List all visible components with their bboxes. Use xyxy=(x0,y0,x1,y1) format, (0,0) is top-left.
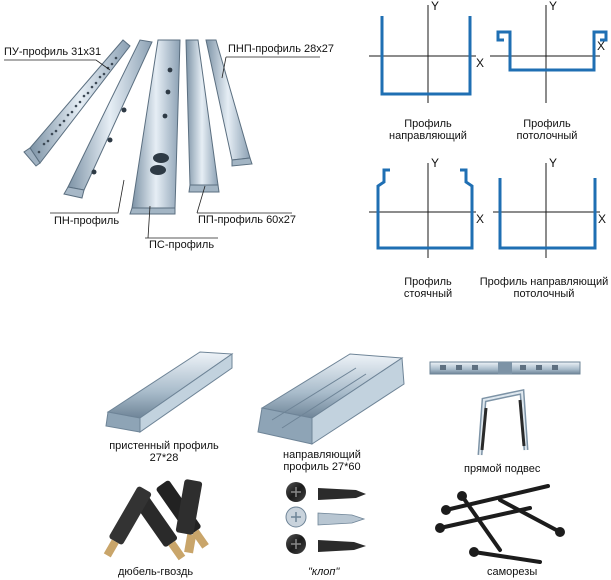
dowel-nails-image xyxy=(103,479,209,561)
caption-guide-profile-line2: профиль 27*60 xyxy=(283,461,361,473)
ps-profile xyxy=(129,39,181,215)
guide-profile-image xyxy=(257,353,405,445)
axis-x-label-1: X xyxy=(476,56,485,70)
pn-profile xyxy=(63,39,153,199)
axis-y-label-3: Y xyxy=(431,156,440,170)
caption-section-stud-line1: Профиль xyxy=(404,276,452,288)
caption-section-stud-line2: стоячный xyxy=(403,288,453,300)
direct-hanger-image xyxy=(429,361,581,456)
axis-x-label-2: X xyxy=(597,39,606,53)
axis-y-label-2: Y xyxy=(549,0,558,13)
caption-section-ceiling-line1: Профиль xyxy=(523,118,571,130)
label-pnp-profile: ПНП-профиль 28x27 xyxy=(228,43,334,55)
label-pn-profile: ПН-профиль xyxy=(54,215,120,227)
caption-section-guide-ceiling-line2: потолочный xyxy=(513,288,575,300)
caption-section-guide-ceiling-line1: Профиль направляющий xyxy=(479,276,609,288)
pu-profile xyxy=(23,39,131,167)
caption-guide-profile-line1: направляющий xyxy=(283,449,361,461)
caption-dowel-nails: дюбель-гвоздь xyxy=(118,566,194,578)
label-pp-profile: ПП-профиль 60x27 xyxy=(198,214,297,226)
label-pu-profile: ПУ-профиль 31x31 xyxy=(4,46,102,58)
self-tapping-screws-image xyxy=(435,484,565,564)
caption-section-guide-line1: Профиль xyxy=(404,118,452,130)
section-ceiling-shape xyxy=(496,30,608,72)
pp-profile xyxy=(185,39,220,193)
caption-section-ceiling-line2: потолочный xyxy=(516,130,578,142)
cross-sections xyxy=(369,5,608,258)
axis-x-label-3: X xyxy=(476,212,485,226)
klop-screws-image xyxy=(285,482,366,554)
caption-section-ceiling: Профиль потолочный xyxy=(497,118,597,142)
axis-x-label-4: X xyxy=(598,212,607,226)
caption-section-guide: Профиль направляющий xyxy=(378,118,478,142)
axis-y-label-4: Y xyxy=(549,156,558,170)
caption-wall-profile-line2: 27*28 xyxy=(149,452,179,464)
caption-section-stud: Профиль стоячный xyxy=(378,276,478,300)
pnp-profile xyxy=(205,39,253,167)
section-guide-ceiling-shape xyxy=(498,178,597,250)
caption-direct-hanger: прямой подвес xyxy=(464,463,541,475)
caption-section-guide-ceiling: Профиль направляющий потолочный xyxy=(478,276,610,300)
section-stud-shape xyxy=(376,168,474,250)
profiles-perspective xyxy=(4,39,320,239)
caption-section-guide-line2: направляющий xyxy=(389,130,467,142)
caption-wall-profile-line1: пристенный профиль xyxy=(109,440,219,452)
caption-klop: "клоп" xyxy=(308,566,340,578)
caption-self-tapping-screws: саморезы xyxy=(487,566,538,578)
label-ps-profile: ПС-профиль xyxy=(149,239,215,251)
caption-wall-profile: пристенный профиль 27*28 xyxy=(96,440,232,464)
caption-guide-profile: направляющий профиль 27*60 xyxy=(262,449,382,473)
wall-profile-image xyxy=(105,351,234,433)
axis-y-label-1: Y xyxy=(431,0,440,13)
section-guide-shape xyxy=(380,16,472,96)
